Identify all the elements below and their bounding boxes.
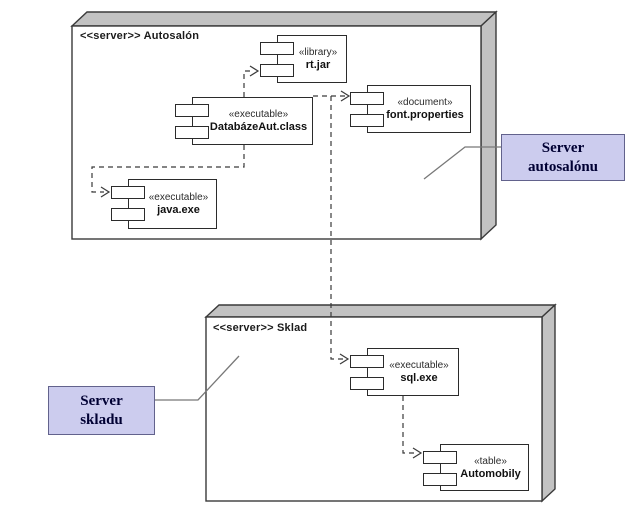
component-tab-icon [260, 42, 294, 55]
component-tab-icon [350, 92, 384, 105]
component-databaze: «executable» DatabázeAut.class [175, 97, 313, 145]
component-name: sql.exe [400, 372, 438, 384]
component-rtjar: «library» rt.jar [260, 35, 347, 83]
component-name: Automobily [460, 467, 521, 480]
arrowhead-to-fontproperties [340, 90, 351, 102]
arrowhead-to-automobily [412, 447, 423, 459]
annotation-line: Server [541, 139, 585, 156]
dependency-databaze-to-sqlexe [330, 96, 343, 360]
component-text: «table» Automobily [453, 445, 528, 490]
annotation-line: Server [80, 392, 123, 409]
component-stereotype: «library» [298, 47, 338, 58]
component-text: «executable» sql.exe [380, 349, 458, 395]
component-tab-icon [423, 473, 457, 486]
annotation-line: autosalónu [527, 158, 599, 175]
component-tab-icon [111, 208, 145, 221]
component-stereotype: «document» [397, 97, 453, 108]
autosalon-node-top-face [70, 11, 498, 27]
sklad-node-top-face [204, 304, 557, 318]
component-tab-icon [350, 355, 384, 368]
component-stereotype: «table» [474, 455, 507, 467]
component-text: «executable» java.exe [141, 180, 216, 228]
component-tab-icon [111, 186, 145, 199]
component-text: «library» rt.jar [290, 36, 346, 82]
callout-line-server-skladu [155, 355, 240, 401]
component-sqlexe: «executable» sql.exe [350, 348, 459, 396]
component-tab-icon [423, 451, 457, 464]
component-tab-icon [175, 126, 209, 139]
arrowhead-to-sqlexe [339, 353, 350, 365]
component-stereotype: «executable» [228, 109, 289, 120]
component-stereotype: «executable» [148, 192, 209, 203]
component-tab-icon [350, 377, 384, 390]
component-javaexe: «executable» java.exe [111, 179, 217, 229]
component-name: DatabázeAut.class [209, 121, 308, 133]
component-name: java.exe [157, 204, 200, 216]
node-header-sklad: <<server>> Sklad [213, 322, 308, 334]
dependency-databaze-to-javaexe [91, 145, 245, 193]
component-tab-icon [175, 104, 209, 117]
component-tab-icon [350, 114, 384, 127]
autosalon-node-side-face [480, 10, 497, 241]
component-automobily: «table» Automobily [423, 444, 529, 491]
dependency-sqlexe-to-automobily [402, 396, 416, 454]
component-name: font.properties [386, 109, 464, 121]
arrowhead-to-javaexe [100, 186, 111, 198]
component-name: rt.jar [305, 59, 331, 71]
component-text: «document» font.properties [380, 86, 470, 132]
annotation-server-skladu: Server skladu [48, 386, 155, 435]
node-header-autosalon: <<server>> Autosalón [80, 30, 200, 42]
component-fontproperties: «document» font.properties [350, 85, 471, 133]
sklad-node-side-face [541, 303, 556, 503]
annotation-line: skladu [80, 411, 123, 428]
annotation-server-autosalonu: Server autosalónu [501, 134, 625, 181]
component-stereotype: «executable» [389, 360, 449, 371]
arrowhead-to-rtjar [249, 65, 260, 77]
component-text: «executable» DatabázeAut.class [205, 98, 312, 144]
component-tab-icon [260, 64, 294, 77]
callout-line-server-autosalonu [423, 146, 501, 180]
